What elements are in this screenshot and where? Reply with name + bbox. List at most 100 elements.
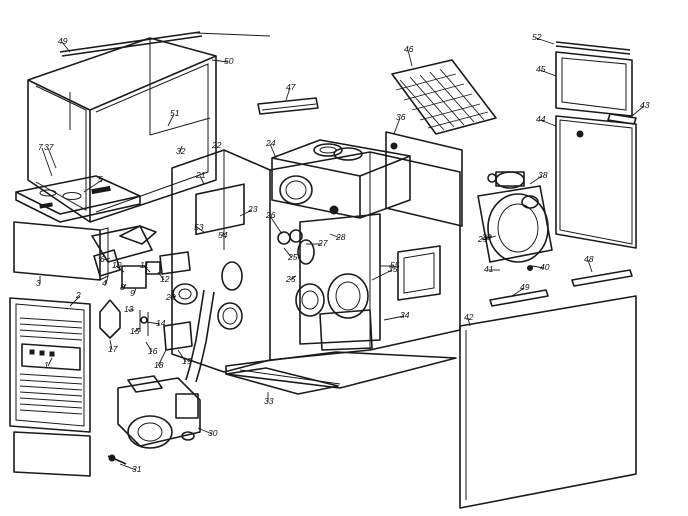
callout-leader-53 bbox=[197, 227, 205, 233]
callout-leader-17 bbox=[109, 339, 113, 351]
callout-28: 28 bbox=[335, 232, 346, 242]
callout-18: 18 bbox=[154, 360, 164, 370]
callout-48: 48 bbox=[584, 254, 594, 264]
callout-leader-20 bbox=[169, 295, 177, 299]
callout-leader-18 bbox=[157, 349, 167, 367]
rails bbox=[489, 269, 633, 307]
top-panel bbox=[15, 175, 141, 223]
callout-leader-23 bbox=[239, 209, 253, 217]
callout-leader-49 bbox=[61, 41, 71, 53]
callout-38: 38 bbox=[538, 170, 548, 180]
furnace-main-body bbox=[171, 149, 461, 389]
top-rail-52 bbox=[555, 41, 631, 55]
callout-21: 21 bbox=[195, 170, 206, 180]
callout-leader-2 bbox=[69, 295, 81, 307]
callout-11: 11 bbox=[140, 260, 149, 270]
callout-49: 49 bbox=[520, 282, 530, 292]
heat-exchanger bbox=[271, 139, 411, 351]
callout-2: 2 bbox=[75, 290, 81, 300]
callout-leader-1 bbox=[47, 357, 53, 367]
callout-12: 12 bbox=[160, 274, 170, 284]
callout-43: 43 bbox=[640, 100, 650, 110]
callout-leader-25 bbox=[289, 275, 297, 281]
callout-31: 31 bbox=[132, 464, 142, 474]
filter-mesh bbox=[395, 68, 489, 131]
callout-7: 7 bbox=[38, 142, 43, 152]
callout-leader-28 bbox=[329, 233, 341, 239]
callout-leader-34 bbox=[383, 315, 405, 321]
callout-10: 10 bbox=[112, 260, 122, 270]
callout-17: 17 bbox=[108, 344, 118, 354]
cabinet-top-frame bbox=[27, 31, 271, 223]
callout-leader-15 bbox=[133, 327, 141, 333]
front-lower-panel bbox=[13, 221, 109, 281]
callout-leader-30 bbox=[197, 427, 213, 435]
callout-30: 30 bbox=[208, 428, 218, 438]
callout-36: 36 bbox=[396, 112, 406, 122]
callout-4: 4 bbox=[102, 278, 107, 288]
base-pan bbox=[225, 367, 339, 395]
callout-leader-50 bbox=[211, 59, 229, 63]
callout-leader-26 bbox=[269, 215, 283, 235]
callout-39: 39 bbox=[482, 232, 492, 242]
callout-52: 52 bbox=[532, 32, 542, 42]
callout-13: 13 bbox=[124, 304, 134, 314]
callout-37: 37 bbox=[44, 142, 54, 152]
air-filter bbox=[391, 59, 497, 135]
callout-46: 46 bbox=[404, 44, 414, 54]
back-panel bbox=[385, 131, 463, 227]
callout-23: 23 bbox=[247, 204, 258, 214]
callout-leader-29 bbox=[481, 235, 497, 241]
side-panel-44 bbox=[555, 115, 637, 249]
control-components bbox=[91, 225, 243, 383]
callout-25: 25 bbox=[287, 252, 298, 262]
callout-leader-32 bbox=[179, 145, 183, 153]
callout-5: 5 bbox=[98, 174, 103, 184]
callout-49: 49 bbox=[58, 36, 68, 46]
callout-leader-31 bbox=[119, 463, 137, 471]
callout-26: 26 bbox=[265, 210, 276, 220]
nozzle-part bbox=[107, 454, 127, 465]
callout-leader-8 bbox=[123, 283, 127, 289]
callout-42: 42 bbox=[464, 312, 474, 322]
callout-leader-38 bbox=[529, 175, 543, 185]
callout-1: 1 bbox=[44, 360, 49, 370]
callout-leader-43 bbox=[631, 105, 645, 117]
callout-leader-16 bbox=[145, 341, 153, 353]
callout-leader-39 bbox=[485, 235, 493, 239]
callout-leader-52 bbox=[535, 37, 555, 45]
callout-leader-54 bbox=[221, 231, 225, 237]
callout-32: 32 bbox=[176, 146, 186, 156]
callout-leader-21 bbox=[199, 175, 205, 185]
callout-47: 47 bbox=[286, 82, 296, 92]
callout-leader-40 bbox=[531, 265, 545, 269]
callout-leader-48 bbox=[587, 259, 593, 273]
callout-15: 15 bbox=[130, 326, 140, 336]
callout-22: 22 bbox=[211, 140, 222, 150]
callout-53: 53 bbox=[194, 222, 204, 232]
callout-6: 6 bbox=[100, 254, 105, 264]
callout-19: 19 bbox=[182, 356, 192, 366]
callout-leader-12 bbox=[157, 271, 165, 281]
callout-leader-47 bbox=[285, 87, 291, 101]
oil-burner bbox=[117, 375, 201, 449]
front-bottom-panel bbox=[13, 431, 91, 477]
callout-54: 54 bbox=[218, 230, 228, 240]
callout-50: 50 bbox=[224, 56, 234, 66]
callout-leader-45 bbox=[539, 69, 557, 77]
callout-24: 24 bbox=[265, 138, 276, 148]
callout-leader-6 bbox=[103, 257, 111, 261]
callout-14: 14 bbox=[156, 318, 166, 328]
callout-leader-9 bbox=[133, 287, 137, 295]
front-grille-panel bbox=[9, 297, 91, 433]
callout-44: 44 bbox=[536, 114, 546, 124]
callout-40: 40 bbox=[540, 262, 550, 272]
callout-29: 29 bbox=[477, 234, 488, 244]
callout-41: 41 bbox=[484, 264, 494, 274]
callout-leader-14 bbox=[145, 321, 161, 325]
callout-leader-37 bbox=[47, 147, 57, 169]
callout-33: 33 bbox=[264, 396, 274, 406]
callout-25: 25 bbox=[285, 274, 296, 284]
